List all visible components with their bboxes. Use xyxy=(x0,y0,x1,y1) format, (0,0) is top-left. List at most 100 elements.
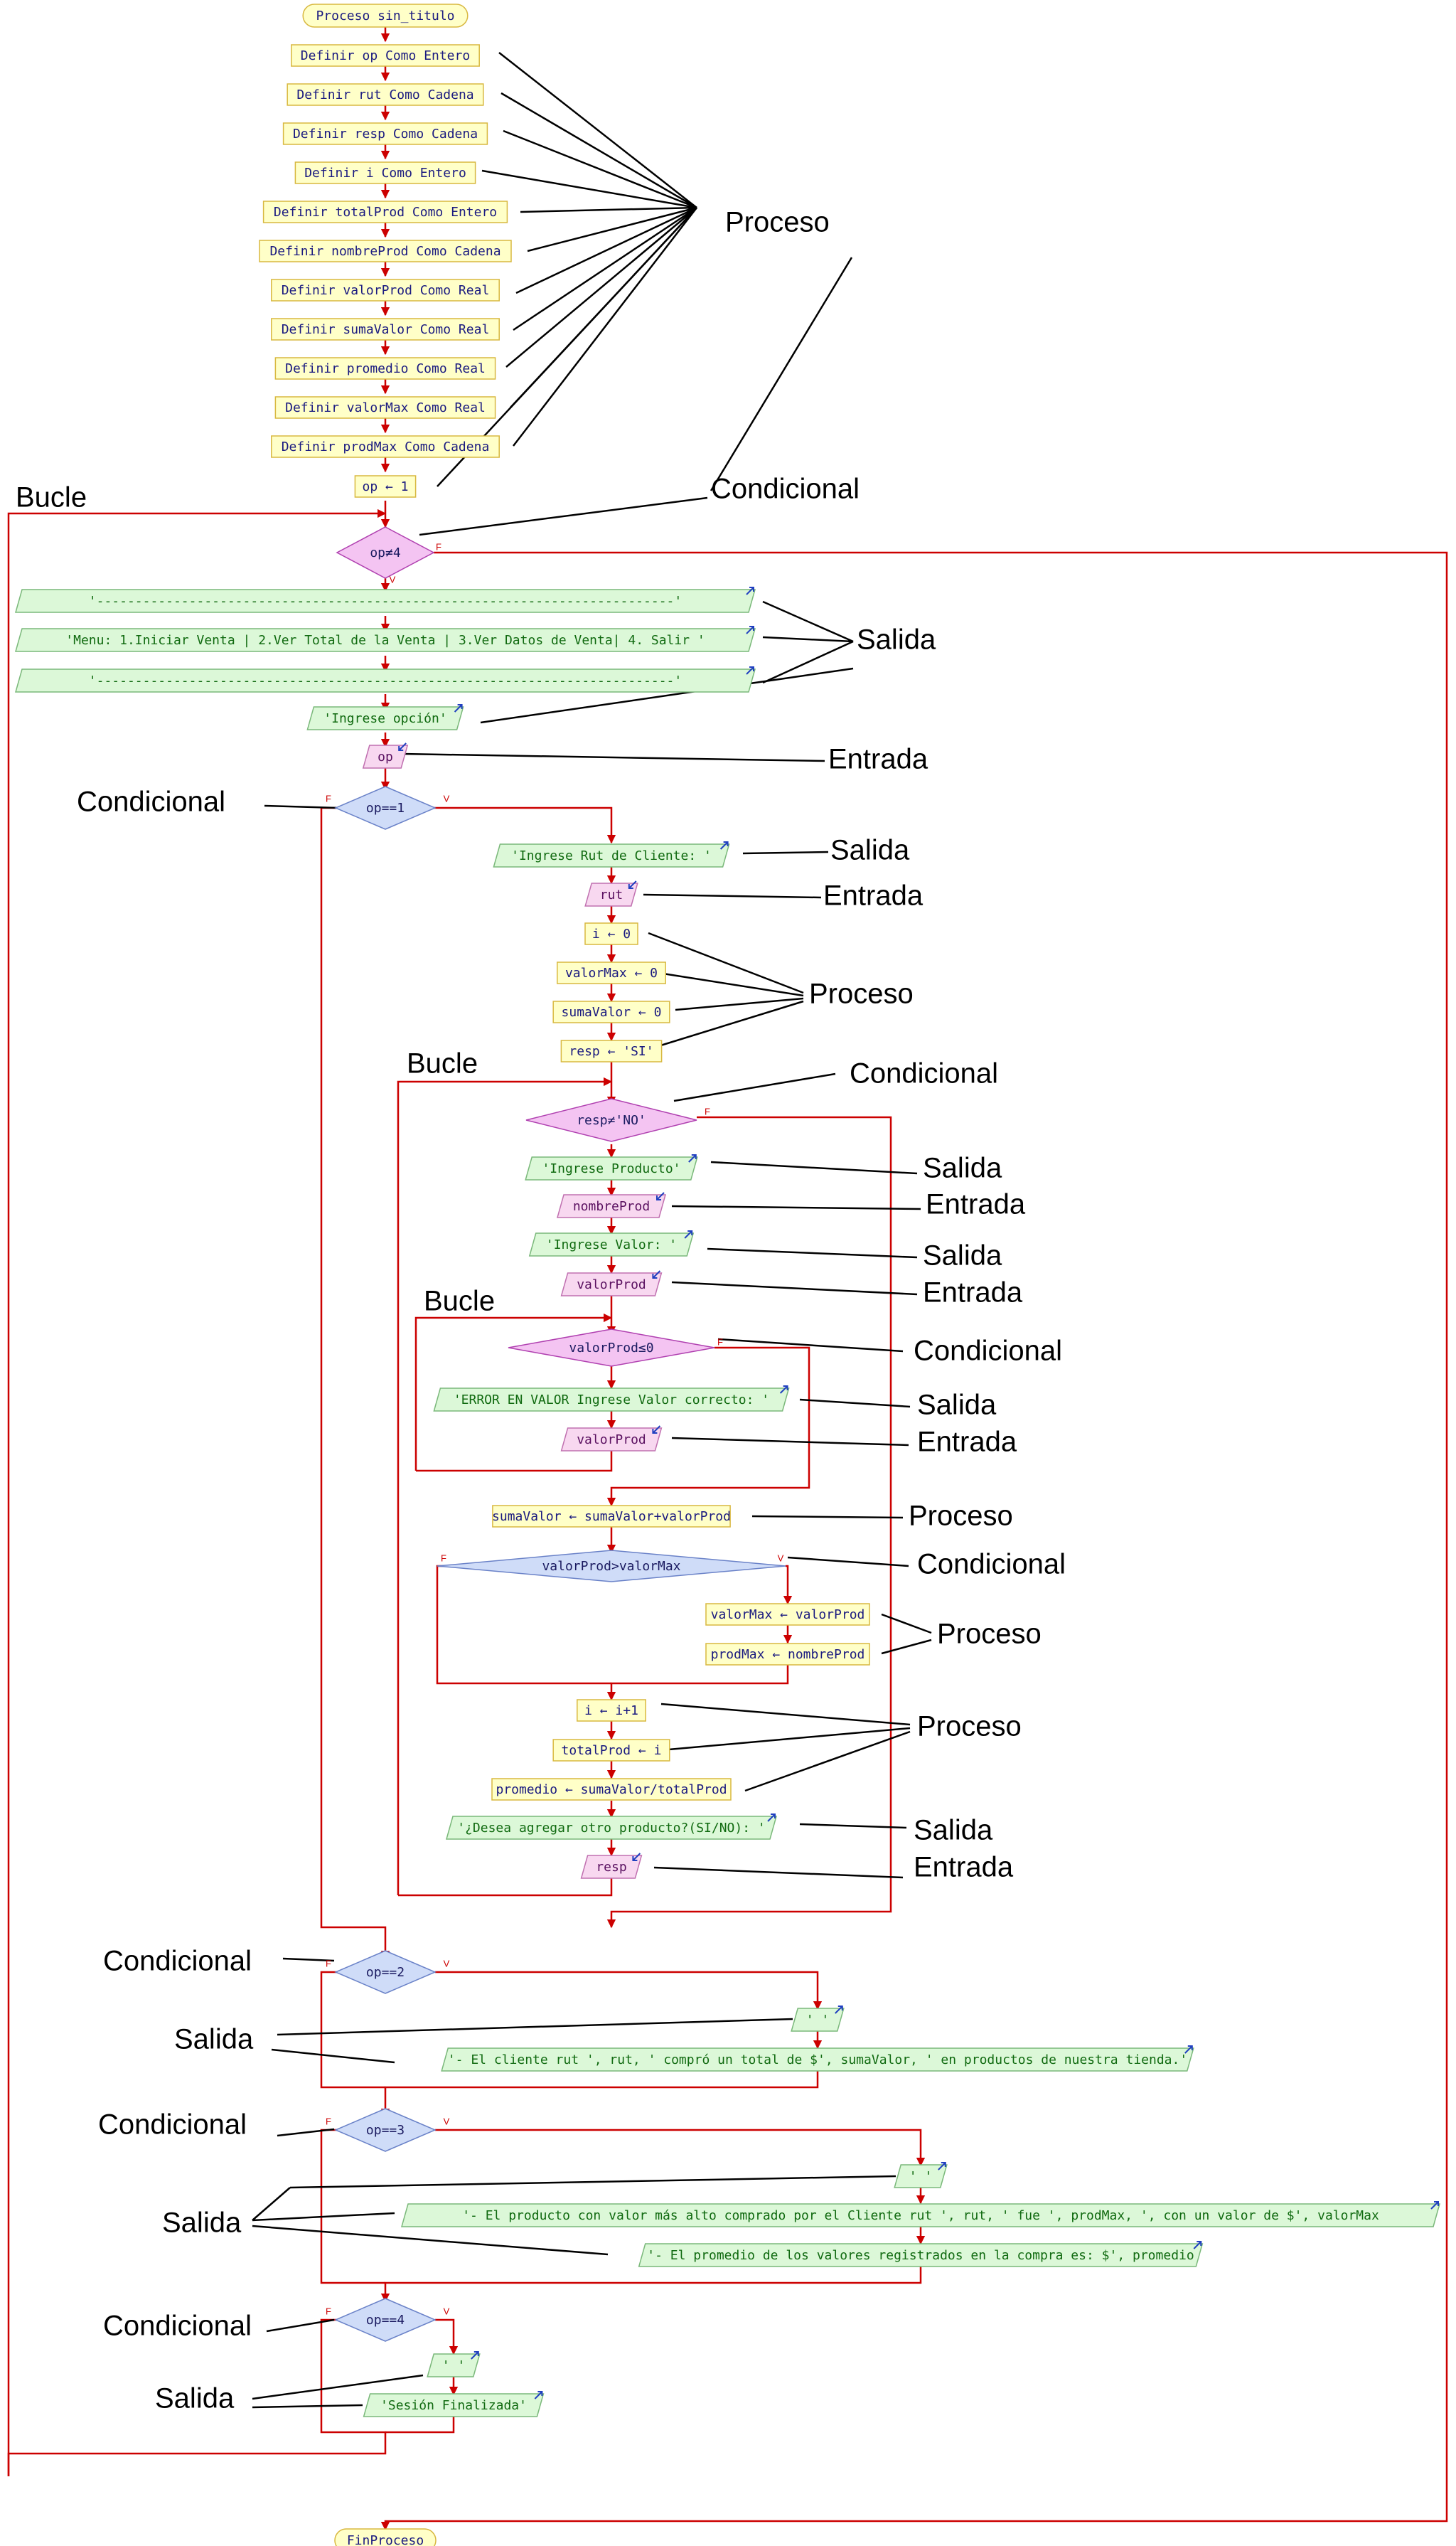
salida-label-menu: Salida xyxy=(857,624,936,656)
read-op-input-box xyxy=(362,745,409,769)
input-arrow-icon xyxy=(628,880,637,889)
definition-7: Definir sumaValor Como Real xyxy=(282,322,490,337)
op3-condition: op==3 xyxy=(366,2123,405,2138)
condicional-label-op1: Condicional xyxy=(77,787,225,818)
condicional-label-op4: Condicional xyxy=(103,2311,252,2342)
resp-loop-condition-box xyxy=(525,1098,697,1142)
annotation-line xyxy=(277,2128,335,2137)
definition-8-box xyxy=(274,357,496,380)
ask-value-output: 'Ingrese Valor: ' xyxy=(546,1237,677,1252)
entrada-label-valor2: Entrada xyxy=(917,1427,1017,1458)
annotation-line xyxy=(500,92,697,209)
definition-8: Definir promedio Como Real xyxy=(285,361,486,376)
average-output: '- El promedio de los valores registrado… xyxy=(647,2248,1194,2263)
assign-i-box xyxy=(584,922,638,945)
annotation-line xyxy=(710,257,853,491)
salida-label-op2: Salida xyxy=(174,2024,254,2055)
annotation-line xyxy=(762,600,854,643)
set-valormax: valorMax ← valorProd xyxy=(711,1607,865,1622)
proceso-label-init: Proceso xyxy=(809,979,914,1010)
condicional-label-valor: Condicional xyxy=(914,1336,1062,1367)
salida-label-valor: Salida xyxy=(923,1240,1002,1272)
assign-resp: resp ← 'SI' xyxy=(569,1044,653,1059)
bucle-label-valor: Bucle xyxy=(424,1286,495,1317)
definition-6-box xyxy=(271,279,500,302)
output-arrow-icon xyxy=(835,2006,843,2014)
read-rut-input-box xyxy=(584,883,638,907)
end-terminal: FinProceso xyxy=(347,2533,424,2546)
condicional-label-op3: Condicional xyxy=(98,2109,247,2141)
annotation-line xyxy=(252,2212,395,2222)
assign-resp-box xyxy=(560,1040,663,1062)
if-max-condition: valorProd>valorMax xyxy=(542,1559,680,1574)
definition-10-box xyxy=(271,435,500,458)
annotation-line xyxy=(419,496,708,536)
ask-option-output: 'Ingrese opción' xyxy=(323,711,446,726)
annotation-line xyxy=(498,52,697,208)
output-arrow-icon xyxy=(1193,2241,1202,2249)
if-max-false xyxy=(436,1565,611,1685)
annotation-line xyxy=(799,1823,907,1829)
menu-options-output-box xyxy=(15,628,756,652)
max-product-output: '- El producto con valor más alto compra… xyxy=(462,2208,1379,2223)
annotation-line xyxy=(266,2318,335,2333)
annotation-line xyxy=(671,1205,921,1210)
ask-more-output: '¿Desea agregar otro producto?(SI/NO): ' xyxy=(457,1821,765,1836)
salida-label-op4: Salida xyxy=(155,2383,235,2414)
annotation-line xyxy=(282,1957,335,1962)
read-nombreprod-input-box xyxy=(557,1194,666,1218)
menu-separator-bottom-box xyxy=(15,669,756,693)
annotation-line xyxy=(513,207,697,447)
assign-promedio-box xyxy=(491,1778,732,1801)
reread-valorprod-input: valorProd xyxy=(577,1432,646,1447)
definition-5: Definir nombreProd Como Cadena xyxy=(269,244,500,259)
assign-sumavalor: sumaValor ← 0 xyxy=(562,1005,662,1020)
entrada-label-rut: Entrada xyxy=(823,880,924,912)
output-arrow-icon xyxy=(471,2351,479,2360)
resp-loop-back xyxy=(397,1077,613,1895)
salida-label-rut: Salida xyxy=(830,835,910,866)
proceso-label-totals: Proceso xyxy=(917,1711,1022,1742)
annotation-line xyxy=(881,1613,932,1634)
input-arrow-icon xyxy=(398,742,407,751)
entrada-label-nombre: Entrada xyxy=(926,1189,1026,1220)
read-op-input: op xyxy=(378,750,393,765)
salida-label-op3: Salida xyxy=(162,2207,242,2239)
annotation-line xyxy=(648,932,804,994)
op3-true-label: V xyxy=(444,2116,450,2126)
annotation-line xyxy=(252,2404,363,2409)
flow-line xyxy=(435,1971,823,2010)
op2-blank-output-box xyxy=(791,2008,845,2032)
assign-promedio: promedio ← sumaValor/totalProd xyxy=(496,1782,727,1797)
valor-loop-condition-box xyxy=(508,1328,715,1367)
op1-false-label: F xyxy=(326,793,331,804)
if-max-condition-box xyxy=(437,1550,786,1582)
definition-1: Definir rut Como Cadena xyxy=(296,87,473,102)
valor-false-label: F xyxy=(717,1336,723,1347)
read-nombreprod-input: nombreProd xyxy=(573,1199,650,1214)
definition-9-box xyxy=(274,396,496,419)
output-arrow-icon xyxy=(1430,2201,1439,2210)
flow-nodes: VFVFVFVFVFVFVFVFProceso sin_tituloDefini… xyxy=(15,4,1440,2546)
annotation-line xyxy=(277,2018,793,2036)
annotation-line xyxy=(787,1556,909,1567)
entrada-label-valor: Entrada xyxy=(923,1277,1023,1309)
end-terminal-box xyxy=(334,2528,437,2546)
flow-line xyxy=(606,1665,789,1701)
flow-line xyxy=(380,2266,922,2303)
op1-condition-box xyxy=(334,786,437,830)
annotation-line xyxy=(762,640,854,684)
output-arrow-icon xyxy=(1184,2045,1193,2054)
output-arrow-icon xyxy=(938,2162,946,2171)
annotation-line xyxy=(675,997,804,1011)
op2-condition-box xyxy=(334,1950,437,1994)
read-valorprod-input: valorProd xyxy=(577,1277,646,1292)
op4-true-join xyxy=(385,2417,455,2434)
total-output: '- El cliente rut ', rut, ' compró un to… xyxy=(448,2052,1187,2067)
definition-4-box xyxy=(262,201,508,223)
start-terminal-box xyxy=(302,4,469,28)
flow-line xyxy=(435,2318,459,2355)
set-prodmax: prodMax ← nombreProd xyxy=(711,1647,865,1662)
output-arrow-icon xyxy=(719,841,729,850)
read-resp-input-box xyxy=(580,1855,643,1879)
